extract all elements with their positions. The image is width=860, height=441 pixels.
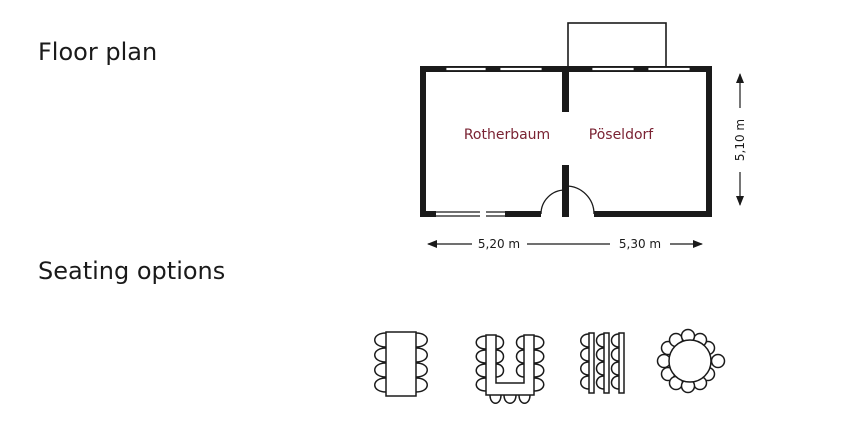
balcony-outline bbox=[567, 22, 667, 69]
windows bbox=[445, 67, 691, 71]
width-label-left: 5,20 m bbox=[478, 237, 520, 251]
wall-opening bbox=[436, 211, 505, 217]
boardroom-table-icon bbox=[374, 331, 428, 397]
room-label-poseldorf: Pöseldorf bbox=[589, 127, 655, 143]
room-label-rotherbaum: Rotherbaum bbox=[464, 127, 550, 143]
classroom-rows-icon bbox=[580, 332, 625, 394]
u-shape-table-icon bbox=[475, 334, 545, 404]
depth-label: 5,10 m bbox=[733, 119, 747, 161]
floor-plan-heading: Floor plan bbox=[38, 38, 158, 66]
door-swing bbox=[540, 185, 595, 215]
width-label-right: 5,30 m bbox=[619, 237, 661, 251]
seating-options-heading: Seating options bbox=[38, 257, 226, 285]
round-table-icon bbox=[656, 328, 726, 394]
